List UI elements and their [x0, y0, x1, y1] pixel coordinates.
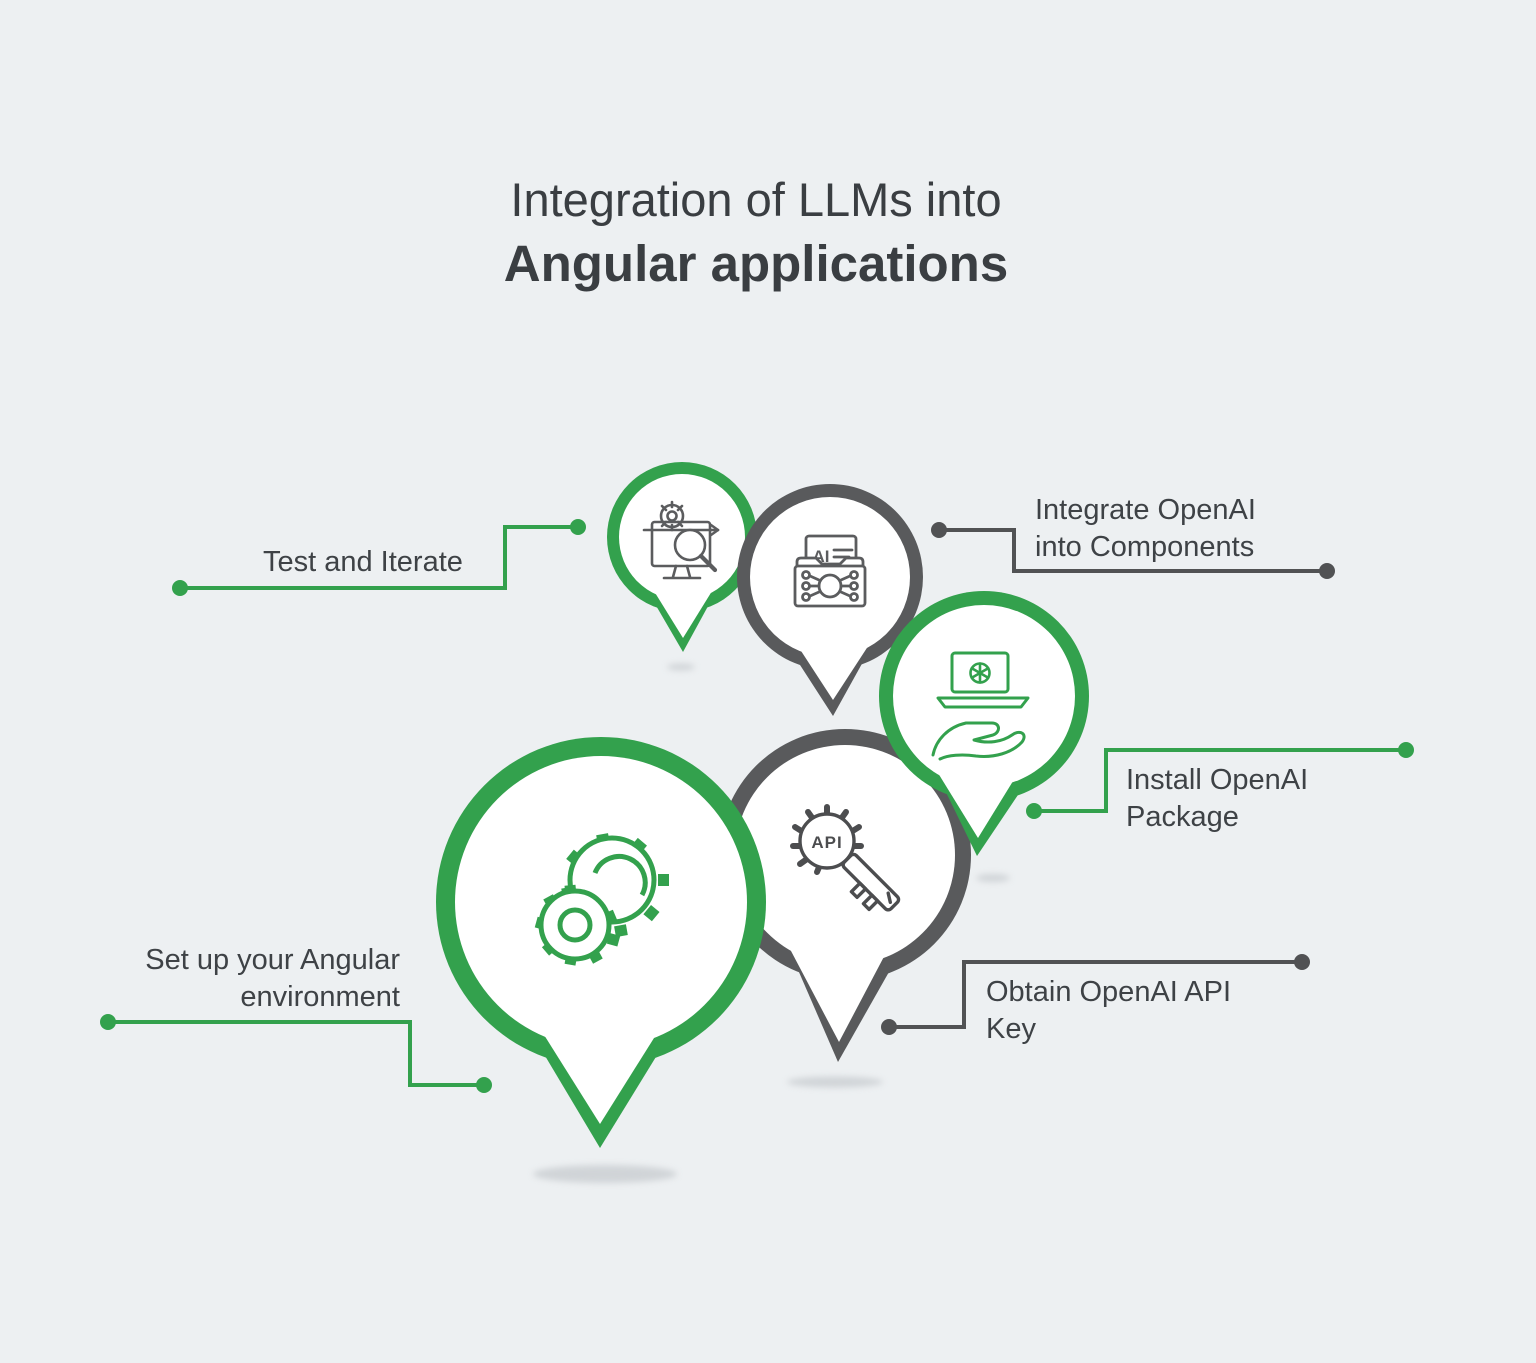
- label-install-openai: Install OpenAI Package: [1126, 762, 1308, 836]
- connector-test-and-iterate: [180, 525, 578, 590]
- connector-dot: [476, 1077, 492, 1093]
- monitor-stand: [685, 564, 692, 579]
- monitor-icon: [650, 520, 712, 568]
- label-line: Obtain OpenAI API: [986, 976, 1232, 1008]
- label-line: Test and Iterate: [263, 546, 463, 578]
- connector-dot: [931, 522, 947, 538]
- openai-logo-icon: [969, 662, 991, 684]
- pin-install-openai: [879, 591, 1089, 856]
- shadow-small: [667, 663, 695, 671]
- monitor-gear-search-icon: [642, 500, 720, 580]
- title-line-1: Integration of LLMs into: [510, 173, 1002, 226]
- title-line-2: Angular applications: [503, 235, 1009, 292]
- circuit-lines: [801, 570, 859, 602]
- pin-setup-angular: [436, 737, 766, 1148]
- folder-tab: [795, 556, 865, 568]
- connector-dot: [172, 580, 188, 596]
- label-line: Key: [986, 1013, 1036, 1045]
- label-line: environment: [240, 981, 400, 1013]
- connector-obtain-key: [889, 960, 1302, 1029]
- connector-dot: [100, 1014, 116, 1030]
- arrow-head: [709, 523, 720, 537]
- label-test-and-iterate: Test and Iterate: [263, 544, 463, 581]
- label-line: Integrate OpenAI: [1035, 494, 1256, 526]
- connector-dot: [1319, 563, 1335, 579]
- shadow-small: [976, 874, 1010, 882]
- laptop-openai-hand-icon: [931, 651, 1030, 761]
- label-line: Set up your Angular: [145, 944, 400, 976]
- green-connector-dots: [100, 519, 1414, 1093]
- shadow-medium: [787, 1076, 883, 1088]
- label-obtain-openai-key: Obtain OpenAI API Key: [986, 974, 1231, 1048]
- label-setup-angular: Set up your Angular environment: [100, 942, 400, 1016]
- laptop-base: [936, 696, 1030, 709]
- connector-dot: [1398, 742, 1414, 758]
- page-title: Integration of LLMs into Angular applica…: [0, 168, 1512, 296]
- pin-face: [893, 605, 1075, 787]
- connector-integrate-openai: [939, 528, 1327, 573]
- connector-setup-angular: [108, 1020, 484, 1087]
- api-text: API: [811, 833, 842, 852]
- laptop-screen: [950, 651, 1010, 694]
- hand-icon: [931, 721, 1026, 761]
- label-line: into Components: [1035, 531, 1255, 563]
- magnifier-icon: [673, 528, 718, 573]
- label-integrate-openai: Integrate OpenAI into Components: [1035, 492, 1256, 566]
- gears-icon: [534, 833, 669, 966]
- connector-dot: [881, 1019, 897, 1035]
- monitor-stand: [671, 564, 678, 579]
- pin-tail-inner: [781, 932, 897, 1042]
- pin-tail-inner: [524, 1003, 676, 1124]
- connector-dot: [570, 519, 586, 535]
- gray-connector-dots: [881, 522, 1335, 1035]
- ground-shadows: [533, 663, 1010, 1183]
- label-line: Package: [1126, 801, 1239, 833]
- connector-dot: [1026, 803, 1042, 819]
- label-line: Install OpenAI: [1126, 764, 1309, 796]
- pin-obtain-openai-key: API: [719, 729, 971, 1062]
- pin-integrate-openai: AI: [737, 484, 923, 716]
- pin-tail-inner: [790, 634, 876, 700]
- small-gear: [534, 884, 621, 966]
- green-connector-lines: [108, 525, 1406, 1087]
- api-key-icon: API: [790, 804, 901, 912]
- connector-install-openai: [1034, 748, 1406, 813]
- pin-tail-inner: [930, 760, 1026, 838]
- connector-dot: [1294, 954, 1310, 970]
- ai-document-folder-icon: AI: [793, 534, 867, 608]
- gray-connector-lines: [889, 528, 1327, 1029]
- pin-tail-inner: [649, 583, 717, 638]
- key-gear-head: API: [790, 804, 864, 875]
- shadow-large: [533, 1165, 677, 1183]
- pin-test-and-iterate: [607, 462, 757, 652]
